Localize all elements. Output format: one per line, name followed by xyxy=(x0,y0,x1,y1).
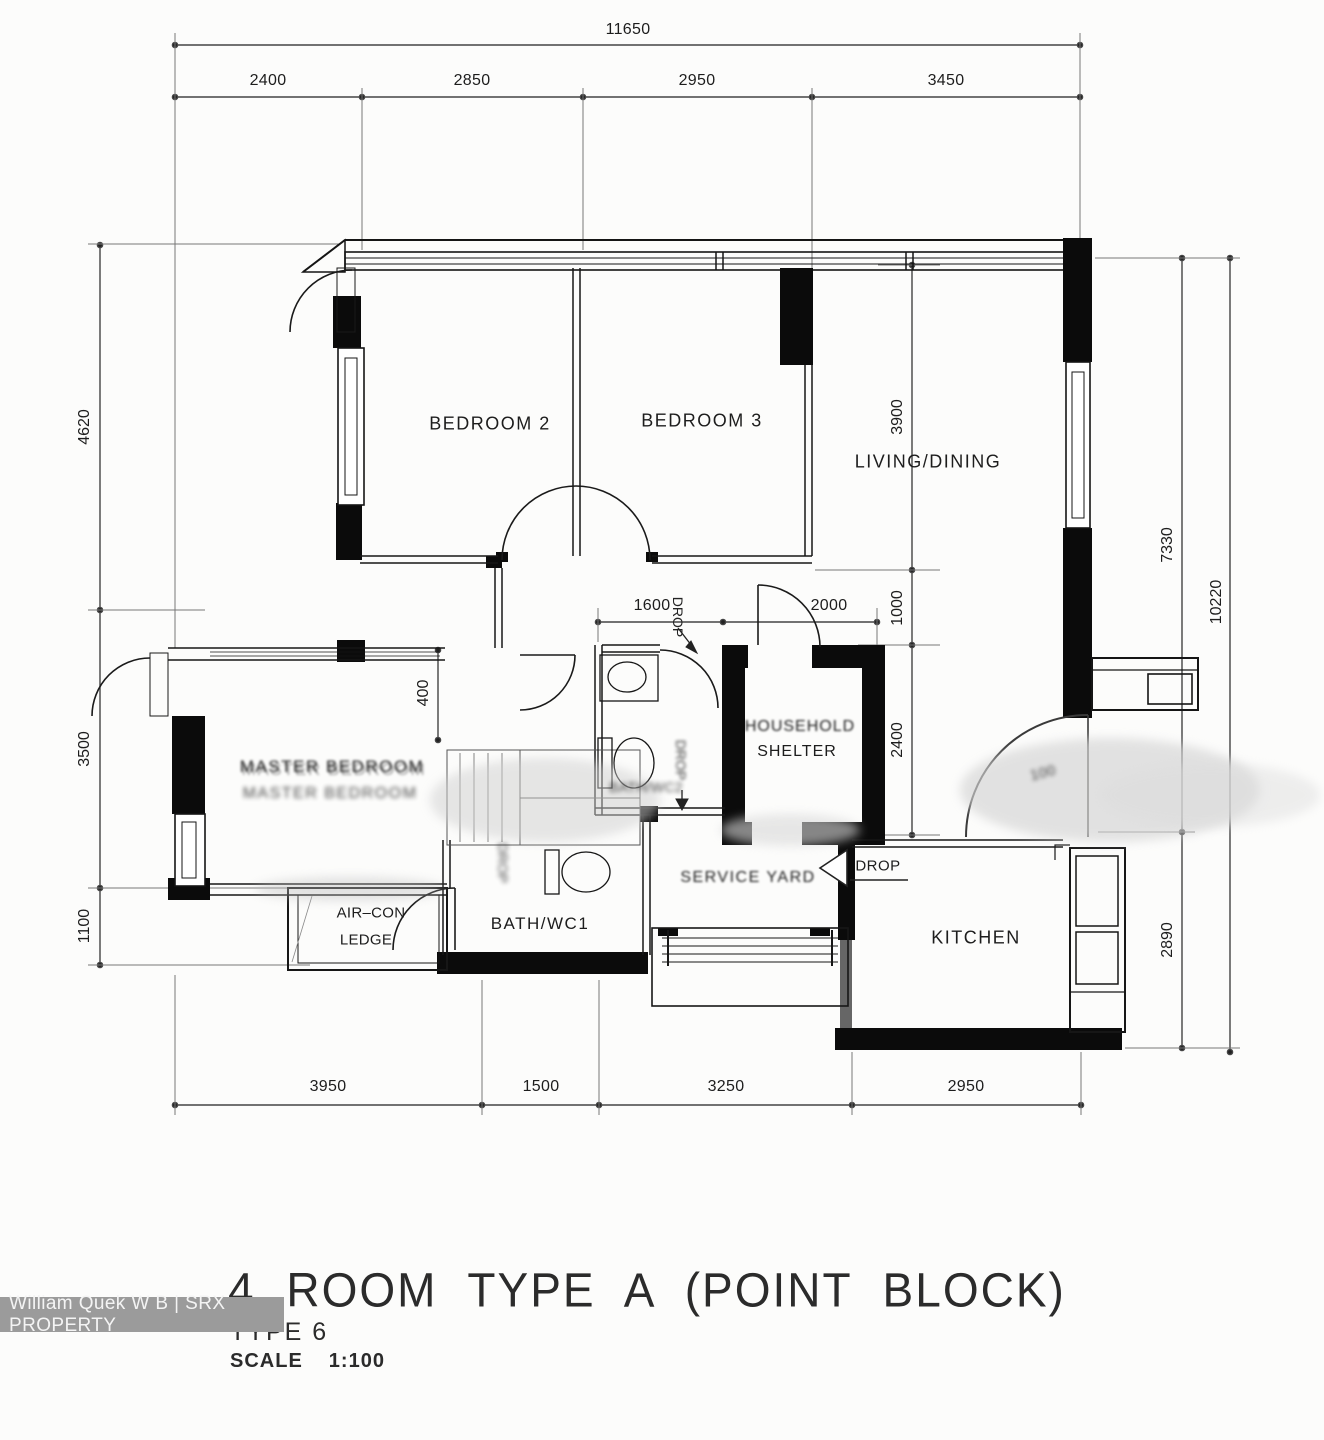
dim-inner-1600: 1600 xyxy=(633,597,671,614)
room-label-shelter-line1: HOUSEHOLD xyxy=(744,718,856,735)
smudges xyxy=(255,738,1320,901)
watermark-ribbon: William Quek W B | SRX PROPERTY xyxy=(0,1293,284,1336)
dim-right-outer-2: 10220 xyxy=(1208,579,1225,625)
dim-left-3: 1100 xyxy=(76,908,93,944)
room-label-bedroom2: BEDROOM 2 xyxy=(429,413,551,434)
plan-scale-value: 1:100 xyxy=(328,1350,385,1372)
plan-scale: SCALE 1:100 xyxy=(230,1350,385,1373)
dim-top-4: 3450 xyxy=(927,72,965,89)
dim-right-inner-3: 2400 xyxy=(889,722,906,758)
room-label-master-bedroom-ghost: MASTER BEDROOM xyxy=(242,785,418,802)
dim-bottom-1: 3950 xyxy=(309,1078,347,1095)
dim-right-outer-3: 2890 xyxy=(1159,922,1176,958)
drop-note-bath2: DROP xyxy=(673,739,689,781)
dim-top-3: 2950 xyxy=(678,72,716,89)
dim-bottom-3: 3250 xyxy=(707,1078,745,1095)
dim-right-inner-2: 1000 xyxy=(889,590,906,626)
room-label-living-dining: LIVING/DINING xyxy=(854,451,1002,472)
room-label-service-yard: SERVICE YARD xyxy=(680,869,816,886)
room-label-bedroom3: BEDROOM 3 xyxy=(641,410,763,431)
room-label-bath-wc2: BATH/WC2 xyxy=(609,779,683,795)
dim-left-2: 3500 xyxy=(76,731,93,767)
room-label-aircon-line2: LEDGE xyxy=(339,931,393,949)
room-label-kitchen: KITCHEN xyxy=(931,927,1021,948)
bay-window xyxy=(1091,657,1199,711)
interior-walls xyxy=(168,268,1063,955)
drop-arrows xyxy=(675,627,908,888)
watermark-text: William Quek W B | SRX PROPERTY xyxy=(9,1292,226,1336)
room-label-bath-wc1: BATH/WC1 xyxy=(490,914,590,933)
dim-right-outer-1: 7330 xyxy=(1159,527,1176,563)
windows xyxy=(174,347,1091,887)
drop-note-bath1: DROP xyxy=(495,842,511,884)
dim-inner-2000: 2000 xyxy=(810,597,848,614)
dim-top-1: 2400 xyxy=(249,72,287,89)
dimension-lines xyxy=(96,41,1234,1109)
dim-inner-400: 400 xyxy=(415,679,432,707)
dim-left-1: 4620 xyxy=(76,409,93,445)
fixtures xyxy=(287,654,1126,1033)
dim-top-2: 2850 xyxy=(453,72,491,89)
exterior-walls xyxy=(300,238,1092,273)
room-label-aircon-line1: AIR–CON xyxy=(336,904,406,922)
drop-note-kitchen: DROP xyxy=(855,857,901,875)
dim-bottom-4: 2950 xyxy=(947,1078,985,1095)
drop-note-corridor: DROP xyxy=(670,596,686,638)
dim-bottom-2: 1500 xyxy=(522,1078,560,1095)
dim-top-total: 11650 xyxy=(605,21,651,38)
dim-right-inner-1: 3900 xyxy=(889,399,906,435)
room-label-master-bedroom: MASTER BEDROOM xyxy=(239,757,425,776)
room-label-shelter-line2: SHELTER xyxy=(757,743,837,760)
plan-scale-label: SCALE xyxy=(230,1350,303,1372)
plan-title: 4 ROOM TYPE A (POINT BLOCK) xyxy=(228,1263,1066,1318)
